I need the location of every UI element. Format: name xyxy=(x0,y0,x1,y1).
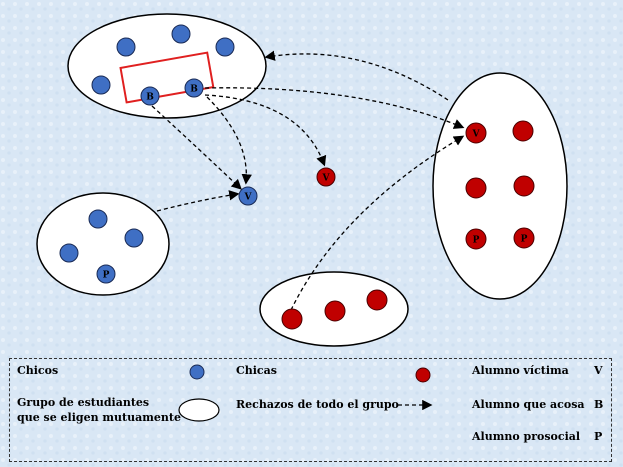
boy-student-bully xyxy=(184,78,204,98)
legend-group-symbol xyxy=(178,398,220,422)
legend-victim-label: Alumno víctima xyxy=(472,364,569,377)
marker-victim: V xyxy=(244,193,253,203)
girl-student xyxy=(513,175,535,197)
boy-student xyxy=(215,37,235,57)
arrow-bottom-group-to-right-victim xyxy=(290,135,465,311)
legend-prosocial-letter: P xyxy=(594,430,603,443)
legend-group-label-1: Grupo de estudiantes xyxy=(17,396,150,409)
marker-prosocial: P xyxy=(521,235,528,245)
girl-student-prosocial xyxy=(513,227,535,249)
legend-bully-label: Alumno que acosa xyxy=(472,398,585,411)
arrow-left-group-to-boy-victim xyxy=(156,190,240,212)
legend-prosocial-label: Alumno prosocial xyxy=(472,430,581,443)
girl-student xyxy=(281,308,303,330)
arrow-bully2-to-right-victim xyxy=(204,87,465,129)
legend-victim-letter: V xyxy=(594,364,603,377)
group-boys-top xyxy=(67,13,267,119)
girl-student-victim xyxy=(465,122,487,144)
boy-student xyxy=(88,209,108,229)
student-markers: B B V P V V P P xyxy=(103,85,528,281)
legend-symbols xyxy=(178,364,433,422)
legend-girl-symbol xyxy=(415,367,431,383)
marker-victim: V xyxy=(322,174,331,184)
boy-student-prosocial xyxy=(96,264,116,284)
legend-group-label-2: que se eligen mutuamente xyxy=(17,411,181,424)
arrow-bully2-to-girl-victim xyxy=(204,94,327,167)
boy-student xyxy=(91,75,111,95)
boy-student xyxy=(59,243,79,263)
boy-student xyxy=(116,37,136,57)
girl-student-victim xyxy=(316,167,336,187)
boy-student xyxy=(124,228,144,248)
marker-bully: B xyxy=(190,85,198,95)
arrow-right-group-to-top-group xyxy=(264,50,449,101)
bully-pair-highlight xyxy=(119,51,215,104)
rejection-arrows xyxy=(151,50,465,311)
legend-box xyxy=(9,358,612,462)
girl-student xyxy=(324,300,346,322)
girls xyxy=(281,120,535,330)
girl-student xyxy=(465,177,487,199)
marker-bully: B xyxy=(146,93,154,103)
girl-student-prosocial xyxy=(465,228,487,250)
group-boys-left xyxy=(36,192,170,296)
legend-boy-symbol xyxy=(189,364,205,380)
boy-student-bully xyxy=(140,86,160,106)
girl-student xyxy=(366,289,388,311)
boys xyxy=(59,24,258,284)
girl-student xyxy=(512,120,534,142)
legend-boys-label: Chicos xyxy=(17,364,59,377)
legend-bully-letter: B xyxy=(594,398,604,411)
boy-student-victim xyxy=(238,186,258,206)
group-girls-right xyxy=(432,72,568,300)
legend-rejection-label: Rechazos de todo el grupo xyxy=(236,398,399,411)
arrow-bully1-to-boy-victim xyxy=(151,105,242,190)
legend-girls-label: Chicas xyxy=(236,364,277,377)
marker-victim: V xyxy=(472,130,481,140)
marker-prosocial: P xyxy=(103,271,110,281)
boy-student xyxy=(171,24,191,44)
marker-prosocial: P xyxy=(473,236,480,246)
